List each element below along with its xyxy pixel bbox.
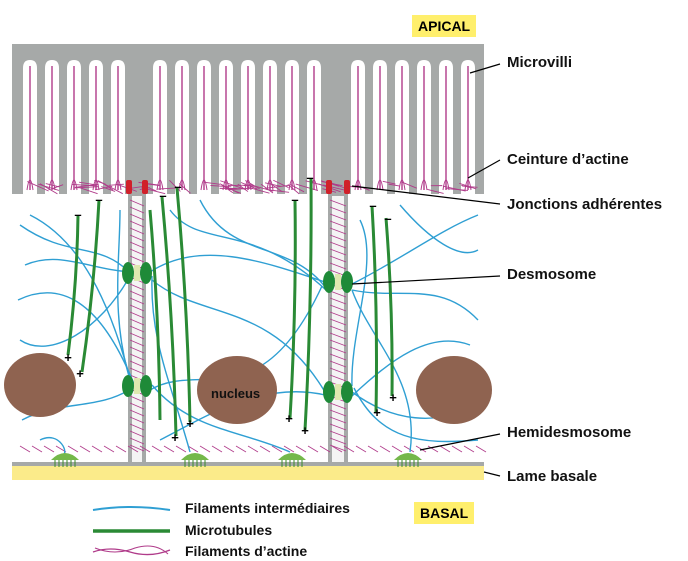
- desmosome-plaque: [140, 262, 152, 284]
- label-lame-basale: Lame basale: [507, 468, 597, 486]
- adherens-junction: [142, 180, 148, 194]
- basal-lamina: [12, 466, 484, 480]
- leader-line: [484, 472, 500, 476]
- adherens-junction: [126, 180, 132, 194]
- legend-swatch-intermediate: [93, 507, 170, 510]
- plus-sign: +: [388, 392, 398, 404]
- basal-lamina-edge: [12, 462, 484, 466]
- label-desmosome: Desmosome: [507, 266, 596, 284]
- cell-border-apical: [328, 60, 348, 196]
- cell-border-apical: [128, 60, 146, 196]
- adherens-junction: [326, 180, 332, 194]
- plus-sign: +: [284, 413, 294, 425]
- apical-tag: APICAL: [412, 15, 476, 37]
- minus-sign: –: [158, 190, 168, 202]
- desmosome-plaque: [122, 375, 134, 397]
- minus-sign: –: [94, 194, 104, 206]
- desmosome-plaque: [140, 375, 152, 397]
- desmosome-plaque: [341, 271, 353, 293]
- plus-sign: +: [185, 418, 195, 430]
- minus-sign: –: [173, 181, 183, 193]
- microvilli: [23, 60, 475, 196]
- minus-sign: –: [305, 172, 315, 184]
- desmosome-core: [335, 274, 341, 290]
- desmosome-plaque: [323, 381, 335, 403]
- minus-sign: –: [290, 194, 300, 206]
- label-jonctions: Jonctions adhérentes: [507, 196, 662, 214]
- desmosome-core: [134, 378, 140, 394]
- minus-sign: –: [383, 213, 393, 225]
- basal-tag: BASAL: [414, 502, 474, 524]
- adherens-junction: [344, 180, 350, 194]
- label-microvilli: Microvilli: [507, 54, 572, 72]
- desmosome-plaque: [122, 262, 134, 284]
- nucleus-label: nucleus: [211, 386, 260, 401]
- legend-actin: Filaments d’actine: [185, 543, 307, 559]
- legend-intermediate: Filaments intermédiaires: [185, 500, 350, 516]
- plus-sign: +: [300, 425, 310, 437]
- nucleus: [416, 356, 492, 424]
- label-ceinture: Ceinture d’actine: [507, 151, 629, 169]
- minus-sign: –: [73, 209, 83, 221]
- desmosome-core: [134, 265, 140, 281]
- plus-sign: +: [75, 368, 85, 380]
- label-hemidesmosome: Hemidesmosome: [507, 424, 631, 442]
- minus-sign: –: [368, 200, 378, 212]
- plus-sign: +: [63, 352, 73, 364]
- plus-sign: +: [170, 432, 180, 444]
- legend-microtubules: Microtubules: [185, 522, 272, 538]
- desmosome-plaque: [341, 381, 353, 403]
- desmosome-core: [335, 384, 341, 400]
- desmosome-plaque: [323, 271, 335, 293]
- legend-swatches: [93, 507, 170, 555]
- plus-sign: +: [372, 407, 382, 419]
